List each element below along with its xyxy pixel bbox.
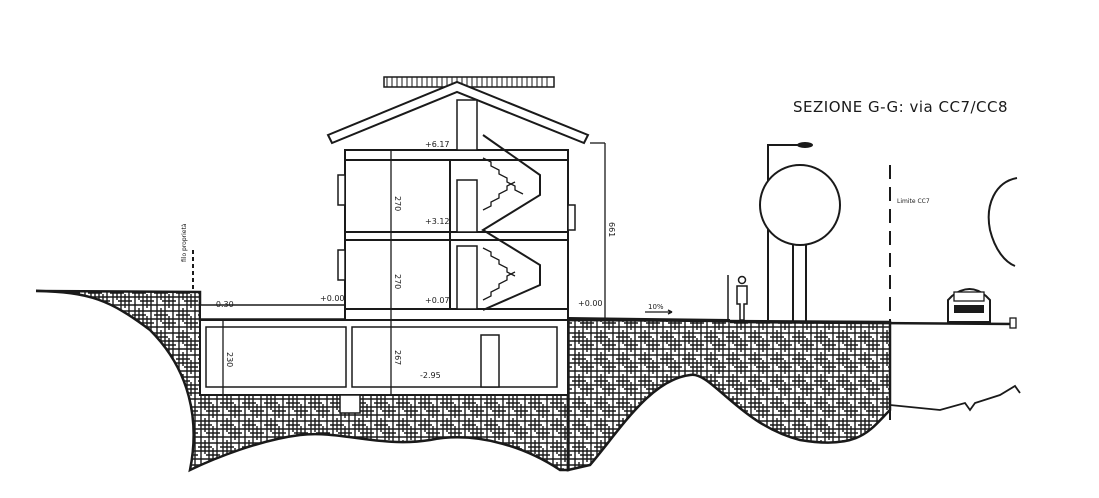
tree-partial-icon [987,177,1018,267]
dim-left-basement: 230 [225,352,234,367]
building-body [337,134,576,321]
slope-label: 10% [648,303,664,311]
building-basement [199,304,569,414]
tree-icon [759,164,841,322]
person-icon [727,275,748,322]
dimension-lines [222,142,606,395]
slope-arrow [645,309,673,315]
roof [326,76,590,151]
dim-basement: 267 [393,350,402,365]
level-step: -0.30 [213,300,234,309]
street-lamp-icon [767,142,813,320]
level-ext-right: +0.00 [578,299,603,308]
car-icon [947,288,1017,329]
level-labels: +6.17 +3.12 +0.07 -2.95 +0.00 +0.00 -0.3… [213,140,930,380]
dimension-labels: 270 270 267 230 661 filo proprietà [181,196,616,367]
boundary-label: Limite CC7 [897,198,930,205]
dim-total: 661 [607,222,616,237]
level-ext-left: +0.00 [320,294,345,303]
drawing-title: SEZIONE G-G: via CC7/CC8 [793,98,1009,116]
level-basement: -2.95 [420,371,441,380]
profile-label: filo proprietà [181,223,188,262]
ground-lines [192,165,1016,420]
dim-ground: 270 [393,274,402,289]
level-first: +3.12 [425,217,450,226]
terrain-right [566,318,1021,472]
dim-upper: 270 [393,196,402,211]
level-ground: +0.07 [425,296,450,305]
level-roof: +6.17 [425,140,450,149]
